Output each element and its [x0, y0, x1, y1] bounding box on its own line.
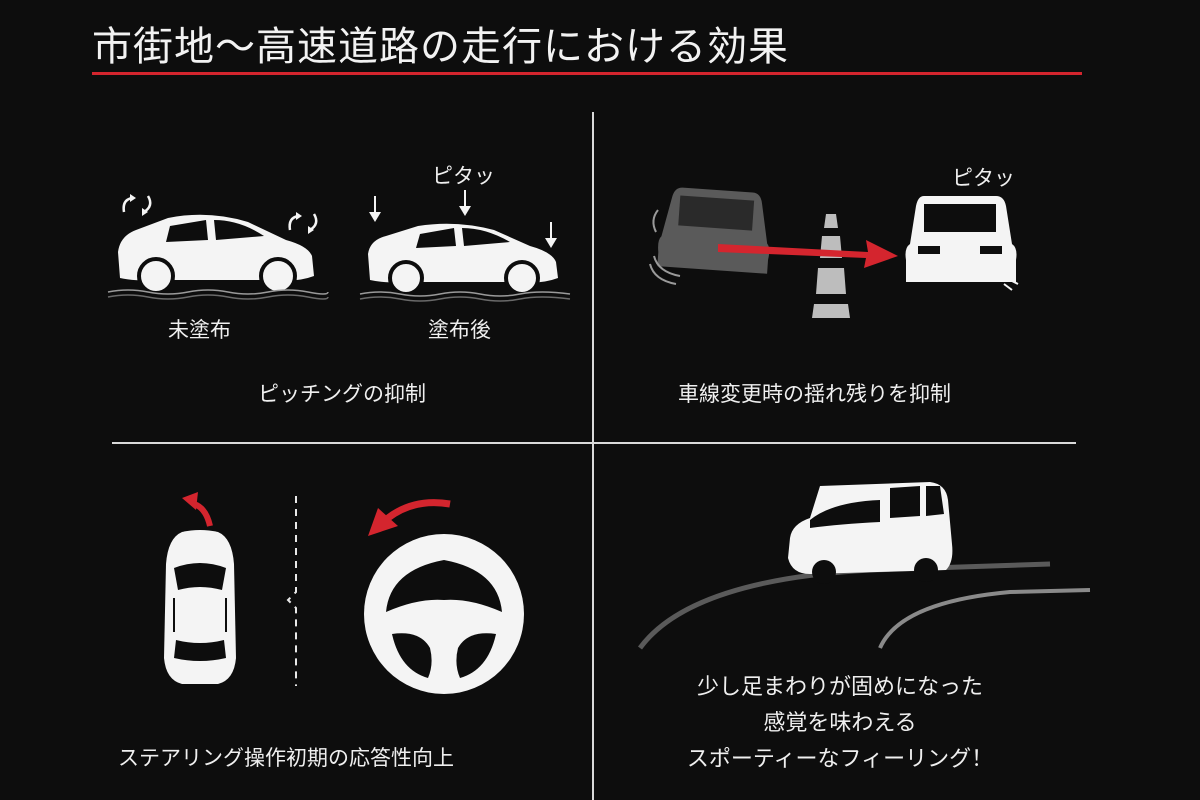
- bounce-arrow-icon: [122, 194, 152, 216]
- caption-steering: ステアリング操作初期の応答性向上: [118, 746, 454, 770]
- lane-marker-icon: [286, 496, 297, 686]
- minivan-rear-icon: [905, 196, 1019, 291]
- page-title: 市街地〜高速道路の走行における効果: [92, 24, 789, 70]
- hatchback-car-icon: [107, 214, 329, 300]
- down-arrow-icon: [369, 196, 381, 222]
- title-underline: [92, 72, 1082, 75]
- steering-wheel-icon: [364, 534, 524, 694]
- car-top-view-icon: [164, 530, 236, 684]
- curve-arrow-icon: [368, 499, 451, 536]
- label-untreated: 未塗布: [168, 318, 231, 342]
- sound-effect-lane: ピタッ: [952, 166, 1015, 190]
- horizontal-divider: [112, 442, 1076, 444]
- down-arrow-icon: [545, 222, 557, 248]
- caption-lane-change: 車線変更時の揺れ残りを抑制: [678, 382, 951, 406]
- caption-feeling-line-3: スポーティーなフィーリング！: [686, 747, 994, 772]
- down-arrow-icon: [459, 190, 471, 216]
- road-lane-icon: [812, 214, 850, 318]
- vertical-divider: [592, 112, 594, 800]
- caption-feeling-line-1: 少し足まわりが固めになった: [696, 675, 983, 700]
- label-treated: 塗布後: [428, 318, 491, 342]
- minivan-front-icon: [788, 482, 953, 584]
- caption-feeling-line-2: 感覚を味わえる: [763, 711, 917, 736]
- lane-change-arrow-icon: [718, 240, 898, 268]
- caption-pitching: ピッチングの抑制: [258, 382, 426, 406]
- curve-arrow-icon: [182, 492, 213, 527]
- caption-feeling: 少し足まわりが固めになった 感覚を味わえる スポーティーなフィーリング！: [640, 670, 1040, 778]
- bounce-arrow-icon: [288, 212, 318, 234]
- hatchback-car-icon: [359, 223, 571, 302]
- sound-effect-treated: ピタッ: [432, 164, 495, 188]
